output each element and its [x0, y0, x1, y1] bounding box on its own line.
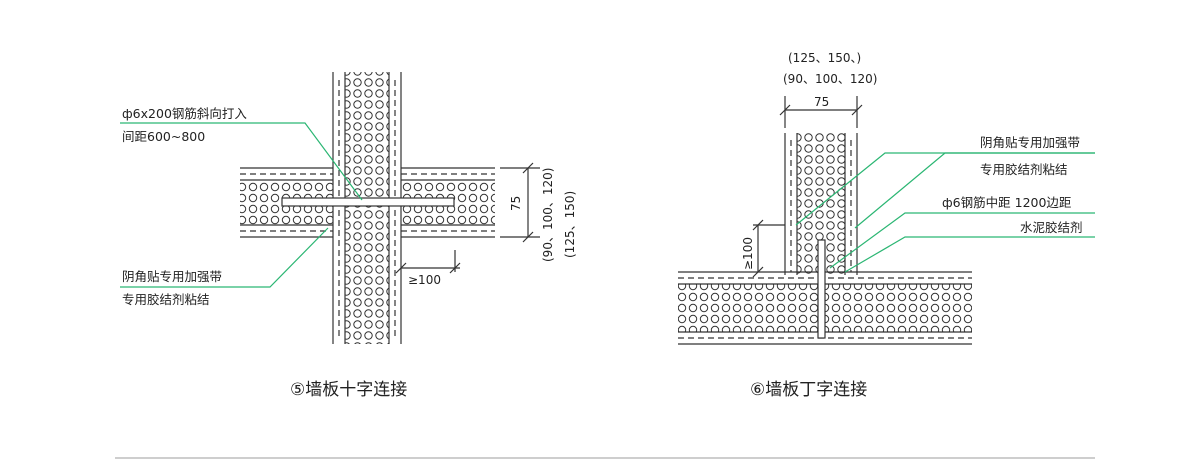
t-dim-min: ≥100 — [741, 237, 755, 270]
t-dim-option-a: (90、100、120) — [783, 72, 877, 86]
cross-dim-thickness: 75 — [509, 196, 523, 211]
cross-tape-note-line2: 专用胶结剂粘结 — [122, 292, 210, 307]
t-joint-diagram — [678, 96, 972, 345]
t-joint-leaders — [795, 152, 1095, 273]
t-dim-option-b: (125、150、) — [788, 51, 861, 65]
t-dim-thickness: 75 — [814, 95, 829, 109]
t-cement-note: 水泥胶结剂 — [1020, 220, 1083, 235]
cross-joint-diagram — [240, 72, 540, 344]
cross-dim-min: ≥100 — [408, 273, 441, 287]
cross-joint-leaders — [120, 122, 363, 288]
t-tape-note-line1: 阴角贴专用加强带 — [980, 135, 1080, 150]
t-rebar-note: ф6钢筋中距 1200边距 — [942, 195, 1071, 210]
cross-rebar-note-line1: ф6x200钢筋斜向打入 — [122, 106, 247, 121]
cross-dim-option-b: (125、150) — [563, 191, 577, 258]
t-joint-caption: ⑥墙板丁字连接 — [750, 380, 867, 400]
t-tape-note-line2: 专用胶结剂粘结 — [980, 162, 1068, 177]
cross-tape-note-line1: 阴角贴专用加强带 — [122, 269, 222, 284]
cross-rebar-note-line2: 间距600~800 — [122, 129, 205, 144]
cross-dim-option-a: (90、100、120) — [541, 168, 555, 262]
cross-joint-caption: ⑤墙板十字连接 — [290, 380, 407, 400]
